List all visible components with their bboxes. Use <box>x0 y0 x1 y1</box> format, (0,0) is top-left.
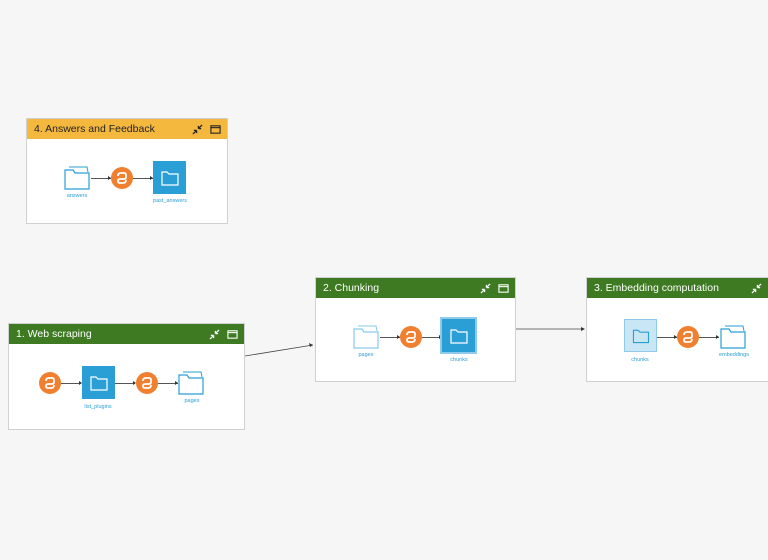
zone-header[interactable]: 2. Chunking <box>316 278 515 298</box>
python-recipe-icon <box>111 167 133 189</box>
python-recipe-icon <box>400 326 422 348</box>
zone-header[interactable]: 4. Answers and Feedback <box>27 119 227 139</box>
dataset-label-chunks: chunks <box>631 357 649 363</box>
dataset-label-embeddings: embeddings <box>719 352 749 358</box>
edge <box>657 337 677 338</box>
zone-header[interactable]: 1. Web scraping <box>9 324 244 344</box>
python-recipe[interactable] <box>111 167 133 194</box>
zone-chunking[interactable]: 2. Chunking pages chunks <box>315 277 516 382</box>
collapse-icon[interactable] <box>751 282 762 294</box>
edge-arrowhead <box>133 381 136 385</box>
python-recipe[interactable] <box>400 326 422 353</box>
zone-header[interactable]: 3. Embedding computation <box>587 278 768 298</box>
window-icon[interactable] <box>227 329 238 340</box>
collapse-icon[interactable] <box>209 328 220 340</box>
dataset-chunks-shared[interactable] <box>624 319 657 352</box>
edge <box>61 383 81 384</box>
folder-icon <box>450 329 468 344</box>
dataset-list-plugins[interactable] <box>82 366 115 399</box>
python-recipe[interactable] <box>677 326 699 353</box>
edge <box>91 178 111 179</box>
window-icon[interactable] <box>498 283 509 294</box>
edge <box>115 383 135 384</box>
python-recipe[interactable] <box>39 372 61 399</box>
folder-icon <box>161 171 179 186</box>
dataset-answers[interactable] <box>63 163 91 196</box>
edge <box>422 337 442 338</box>
dataset-chunks[interactable] <box>442 319 475 352</box>
edge-arrowhead <box>175 381 178 385</box>
folder-icon <box>632 329 650 344</box>
edge-arrowhead <box>79 381 82 385</box>
dataset-label-list-plugins: list_plugins <box>84 404 112 410</box>
zone-title: 1. Web scraping <box>16 328 92 340</box>
collapse-icon[interactable] <box>480 282 491 294</box>
dataset-label-answers: answers <box>66 193 88 199</box>
link-scraping-arrowhead <box>309 343 313 347</box>
zone-title: 3. Embedding computation <box>594 282 719 294</box>
zone-embedding-computation[interactable]: 3. Embedding computation chunks embeddin… <box>586 277 768 382</box>
dataset-pages[interactable] <box>177 368 205 401</box>
python-recipe-icon <box>136 372 158 394</box>
folder-outline-icon <box>64 166 90 190</box>
dataset-past-answers[interactable] <box>153 161 186 194</box>
edge <box>133 178 153 179</box>
zone-answers-feedback[interactable]: 4. Answers and Feedback answers past_ans… <box>26 118 228 224</box>
zone-title: 4. Answers and Feedback <box>34 123 155 135</box>
dataset-label-chunks: chunks <box>450 357 468 363</box>
dataset-label-pages: pages <box>184 398 200 404</box>
dataset-pages-shared[interactable] <box>352 322 380 355</box>
dataset-label-pages: pages <box>358 352 374 358</box>
dataset-label-past-answers: past_answers <box>153 198 187 204</box>
folder-icon <box>90 376 108 391</box>
edge-arrowhead <box>674 335 677 339</box>
collapse-icon[interactable] <box>192 123 203 135</box>
link-chunking-arrowhead <box>581 327 585 331</box>
python-recipe[interactable] <box>136 372 158 399</box>
folder-outline-icon <box>353 325 379 349</box>
edge-arrowhead <box>439 335 442 339</box>
dataset-embeddings[interactable] <box>719 322 747 355</box>
edge-arrowhead <box>397 335 400 339</box>
python-recipe-icon <box>39 372 61 394</box>
edge <box>158 383 178 384</box>
python-recipe-icon <box>677 326 699 348</box>
edge-arrowhead <box>716 335 719 339</box>
link-scraping-to-chunking <box>244 344 314 357</box>
folder-outline-icon <box>720 325 746 349</box>
edge-arrowhead <box>108 176 111 180</box>
zone-web-scraping[interactable]: 1. Web scraping list_plugins pages <box>8 323 245 430</box>
edge-arrowhead <box>150 176 153 180</box>
edge <box>380 337 400 338</box>
folder-outline-icon <box>178 371 204 395</box>
window-icon[interactable] <box>210 124 221 135</box>
zone-title: 2. Chunking <box>323 282 380 294</box>
edge <box>699 337 719 338</box>
